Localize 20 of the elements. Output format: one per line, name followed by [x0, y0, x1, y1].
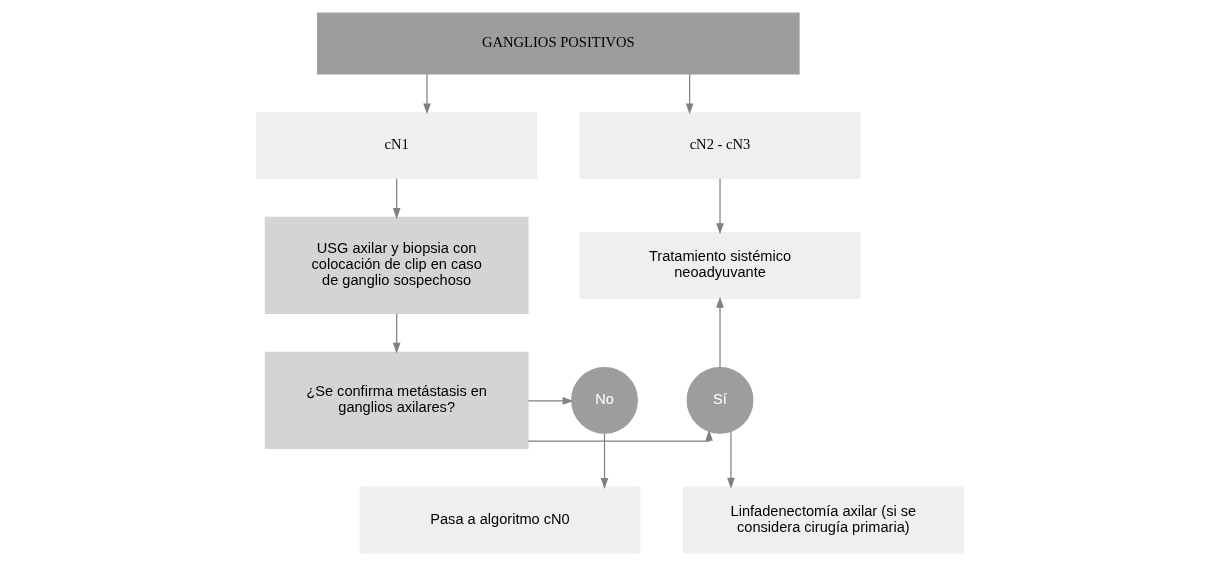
node-circle: No [571, 366, 638, 434]
node-box: cN1 [256, 112, 538, 180]
node-box: Linfadenectomía axilar (si se considera cirugía primaria) [682, 486, 964, 554]
node-box: cN2 - cN3 [579, 112, 861, 180]
arrow [685, 73, 694, 115]
arrow [527, 429, 713, 442]
arrow [600, 432, 609, 489]
arrow [716, 178, 724, 235]
arrow [392, 313, 401, 354]
node-box: USG axilar y biopsia con colocación de clip en caso de ganglio sospechoso [264, 216, 529, 314]
node-box: ¿Se confirma metástasis en ganglios axilares? [264, 351, 529, 449]
arrow [727, 430, 735, 489]
arrow [392, 178, 401, 220]
arrow [716, 296, 724, 368]
arrow [423, 73, 431, 115]
arrow [527, 397, 574, 405]
node-box: Tratamiento sistémico neoadyuvante [579, 231, 861, 299]
node-circle: Sí [686, 366, 754, 434]
node-box: Pasa a algoritmo cN0 [359, 486, 641, 554]
node-box: GANGLIOS POSITIVOS [317, 12, 800, 75]
